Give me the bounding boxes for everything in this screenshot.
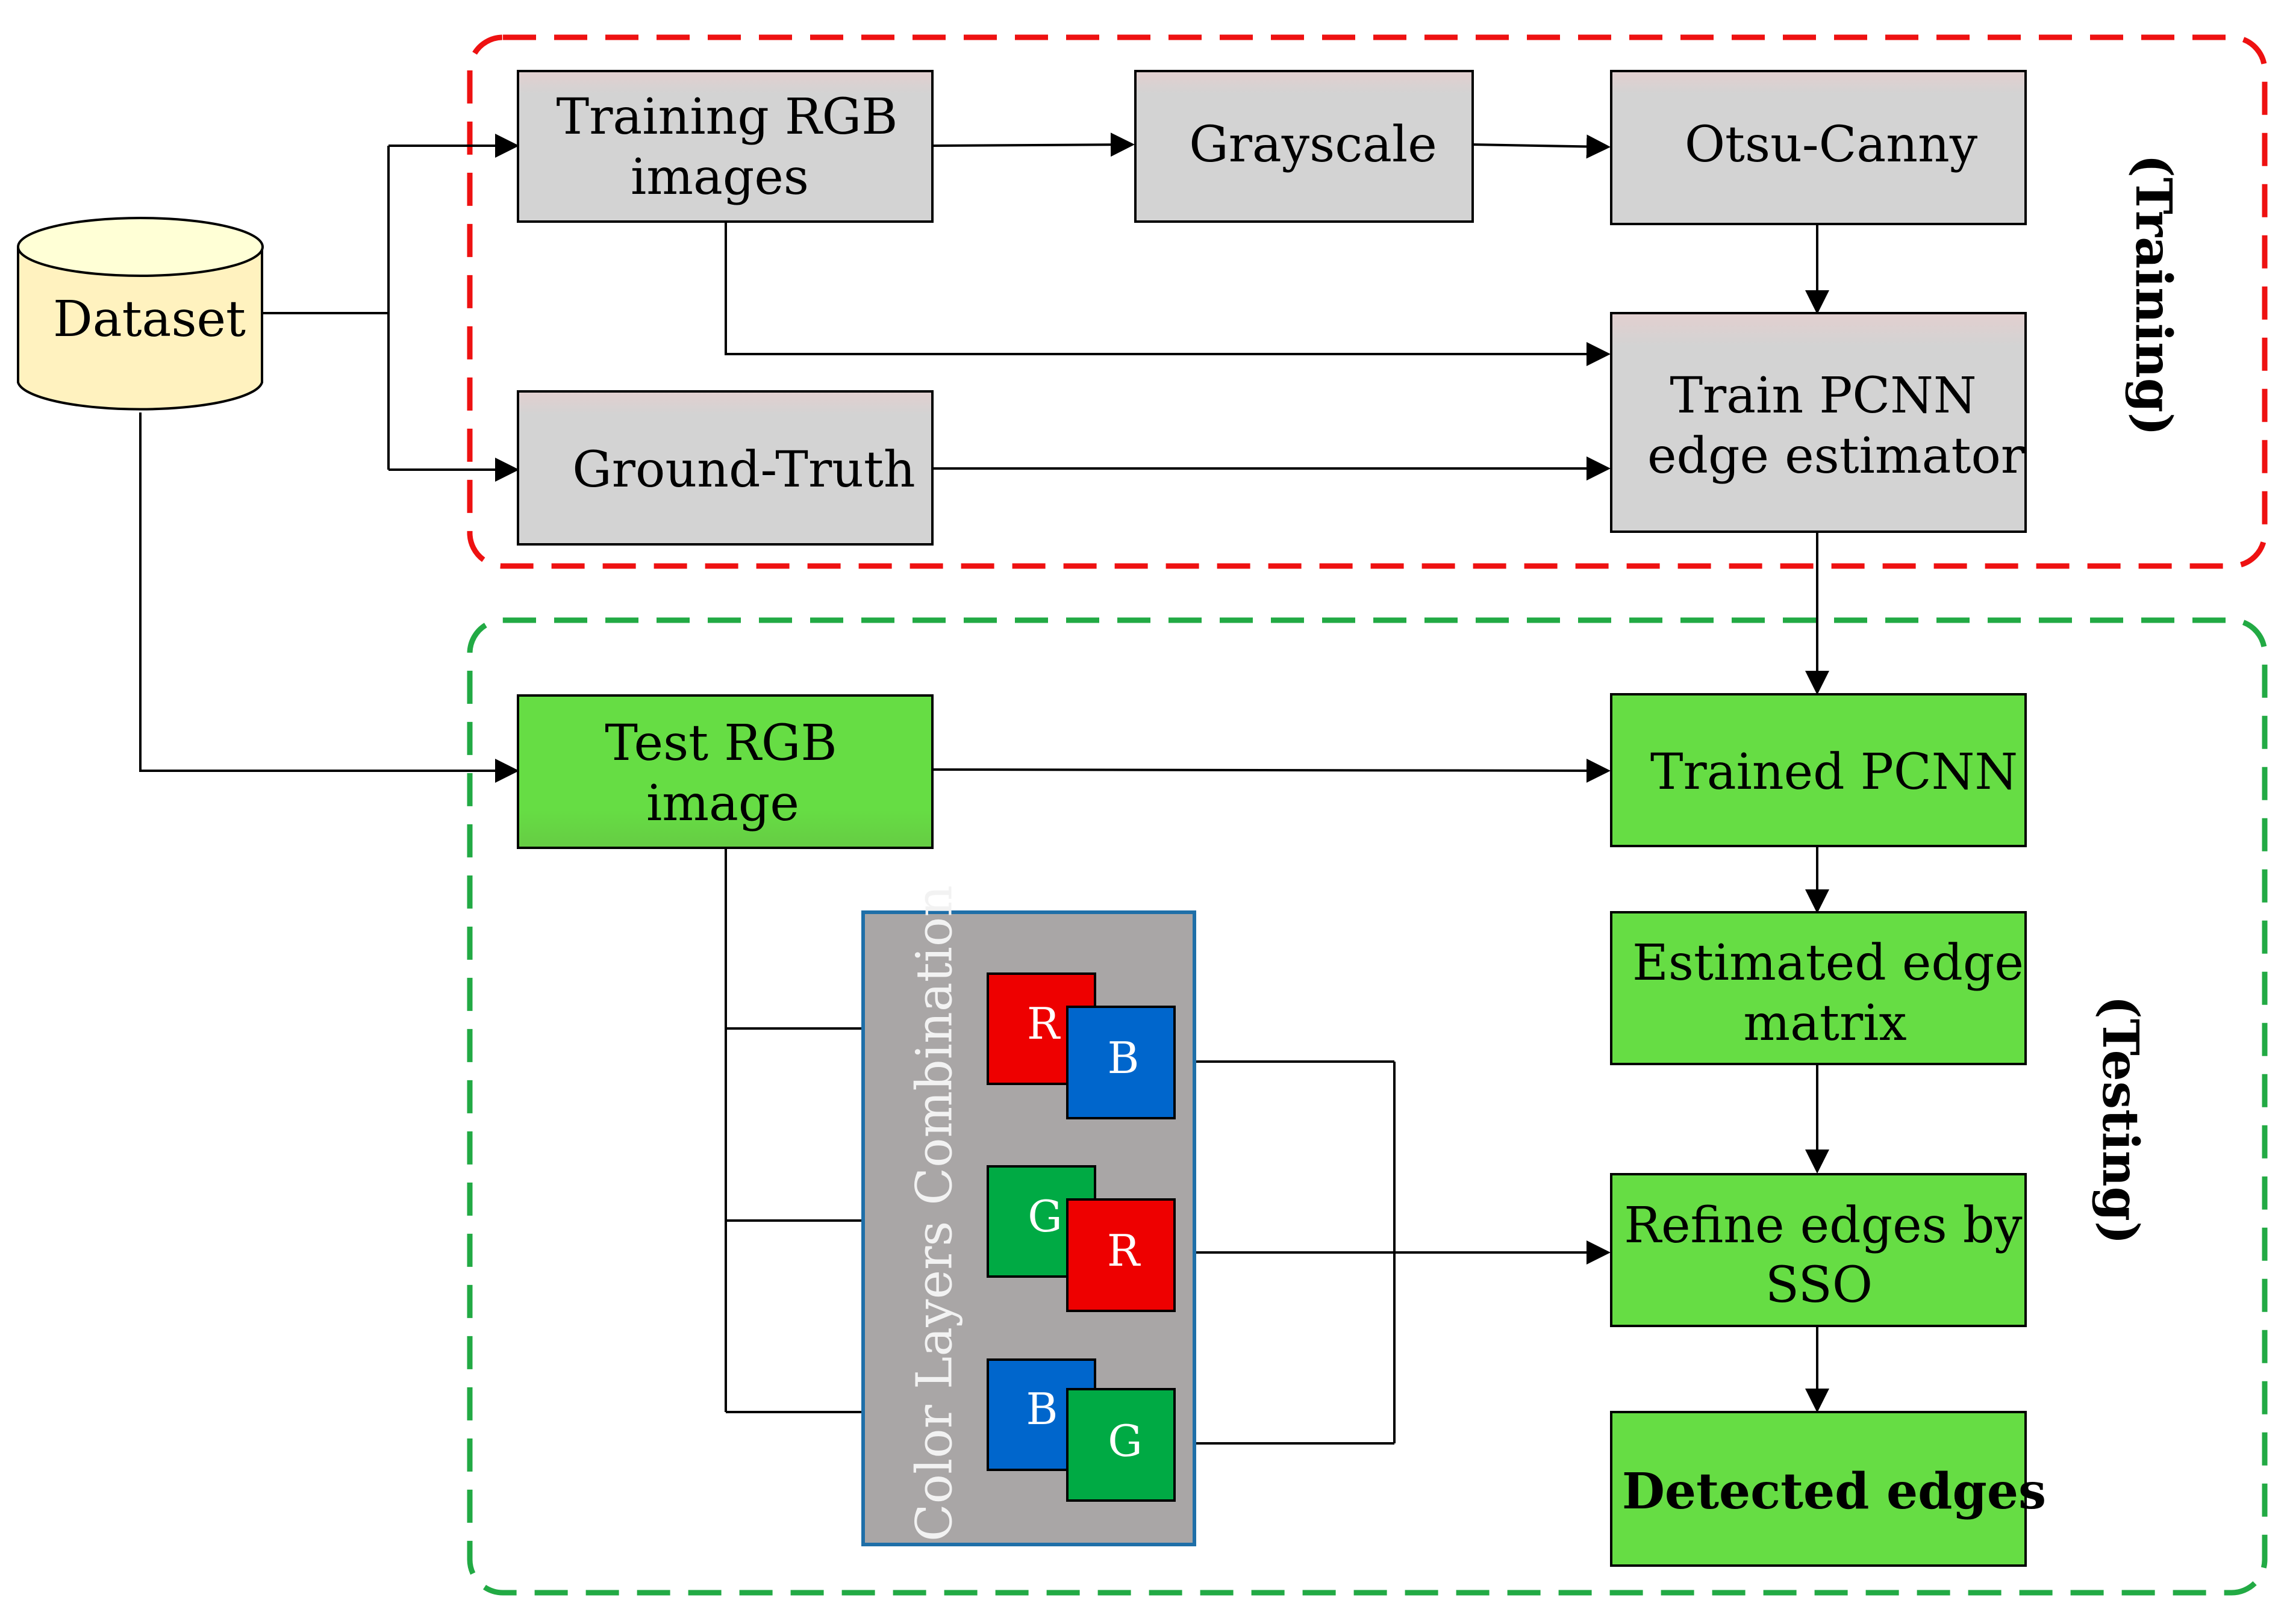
channel-square-b — [1066, 1006, 1176, 1119]
train-pcnn-label-line1: Train PCNN — [1670, 367, 1976, 425]
svg-text:Estimated edge matrix: Estimated edge matrix — [1632, 935, 2039, 1052]
channel-pair-bg: B G — [987, 1358, 1176, 1502]
arrow-to-otsu-canny — [1472, 134, 1611, 159]
channel-pair-rb: R B — [987, 972, 1176, 1119]
test-rgb-label-line1: Test RGB — [605, 715, 837, 772]
estimated-edge-label-line2: matrix — [1743, 995, 1906, 1052]
channel-label-r2: R — [1107, 1225, 1141, 1276]
detected-edges-label: Detected edges — [1622, 1463, 2046, 1520]
connectors — [139, 132, 1829, 1445]
ground-truth-label: Ground-Truth — [572, 441, 915, 499]
otsu-canny-node: Otsu-Canny — [1610, 70, 2027, 225]
channel-label-b: B — [1108, 1033, 1140, 1083]
channel-square-g2 — [1066, 1388, 1176, 1502]
estimated-edge-node: Estimated edge matrix — [1610, 911, 2039, 1065]
detected-edges-node: Detected edges — [1610, 1411, 2046, 1567]
otsu-canny-label: Otsu-Canny — [1685, 116, 1978, 173]
channel-pair-gr: G R — [987, 1165, 1176, 1312]
training-rgb-label-line1: Training RGB — [557, 89, 898, 146]
channel-square-r2 — [1066, 1198, 1176, 1312]
refine-edges-label-line1: Refine edges by — [1624, 1197, 2023, 1254]
svg-text:Refine edges by SSO: Refine edges by SSO — [1624, 1197, 2038, 1314]
channel-label-g: G — [1028, 1191, 1062, 1242]
train-pcnn-node: Train PCNN edge estimator — [1610, 312, 2027, 533]
ground-truth-node: Ground-Truth — [517, 390, 934, 546]
arrow-test-to-trained — [932, 758, 1611, 783]
training-section-label: (Training) — [2124, 154, 2182, 436]
training-rgb-label-line2: images — [631, 149, 809, 206]
svg-text:Training RGB images: Training RGB images — [557, 89, 914, 206]
channel-label-r: R — [1027, 998, 1061, 1049]
svg-text:Train PCNN edge estimato: Train PCNN edge estimator — [1647, 367, 2025, 485]
channel-label-g2: G — [1108, 1416, 1143, 1466]
svg-text:Test RGB image: Test RGB image — [605, 715, 853, 832]
channel-label-b2: B — [1026, 1384, 1058, 1434]
dataset-label: Dataset — [53, 291, 246, 348]
color-layers-combination-label: Color Layers Combination — [906, 885, 964, 1542]
training-section-border — [467, 34, 2268, 569]
train-pcnn-label-line2: edge estimator — [1647, 428, 2025, 485]
arrow-training-rgb-to-train — [725, 222, 1611, 366]
grayscale-label: Grayscale — [1189, 116, 1437, 173]
refine-edges-node: Refine edges by SSO — [1610, 1173, 2038, 1327]
test-rgb-node: Test RGB image — [517, 694, 934, 849]
arrow-to-grayscale — [932, 132, 1135, 157]
grayscale-node: Grayscale — [1134, 70, 1474, 223]
trained-pcnn-node: Trained PCNN — [1610, 693, 2027, 847]
arrow-to-test-rgb — [139, 412, 519, 783]
test-rgb-label-line2: image — [646, 775, 799, 832]
color-layers-combination-panel: Color Layers Combination R B G R B G — [861, 885, 1196, 1546]
trained-pcnn-label: Trained PCNN — [1650, 744, 2018, 801]
dataset-node: Dataset — [17, 217, 264, 411]
training-rgb-node: Training RGB images — [517, 70, 934, 223]
testing-section-border — [467, 617, 2268, 1596]
estimated-edge-label-line1: Estimated edge — [1632, 935, 2024, 992]
refine-edges-label-line2: SSO — [1765, 1257, 1873, 1314]
testing-section-label: (Testing) — [2091, 995, 2149, 1245]
